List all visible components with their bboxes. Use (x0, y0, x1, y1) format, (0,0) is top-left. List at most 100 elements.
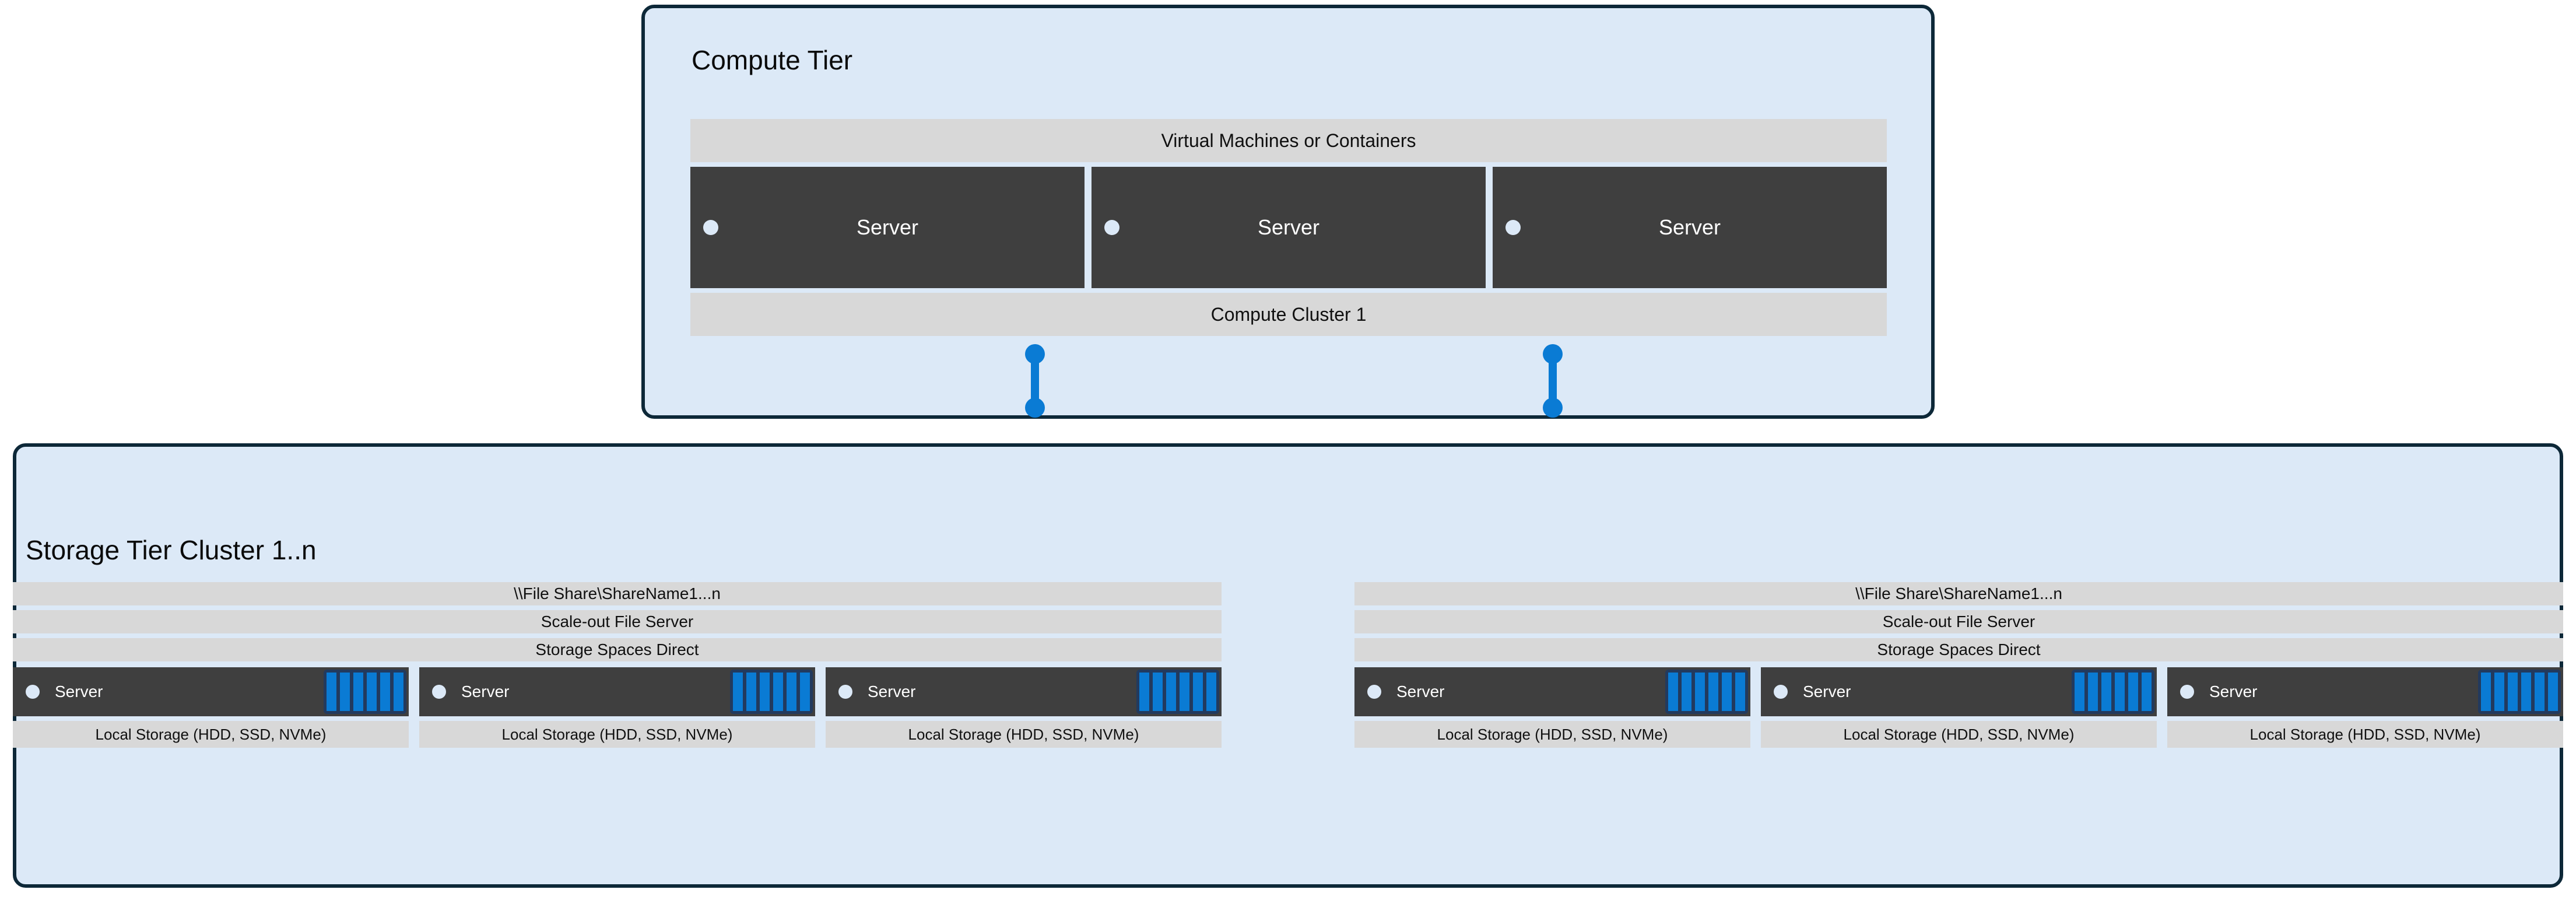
virtual-machines-bar: Virtual Machines or Containers (690, 119, 1887, 162)
disk-icon (2548, 673, 2558, 711)
storage-node-body: Server (1354, 667, 1750, 716)
disk-icon (2075, 673, 2084, 711)
compute-server-label: Server (856, 215, 919, 239)
disk-array-icon (2072, 670, 2154, 714)
storage-node-label: Server (461, 682, 510, 701)
disk-icon (2101, 673, 2111, 711)
disk-icon (1153, 673, 1163, 711)
storage-spaces-direct-bar: Storage Spaces Direct (13, 638, 1222, 661)
file-share-bar: \\File Share\ShareName1...n (1354, 582, 2563, 605)
status-dot-icon (1104, 220, 1119, 235)
local-storage-label: Local Storage (HDD, SSD, NVMe) (419, 721, 815, 748)
disk-array-icon (324, 670, 406, 714)
disk-icon (327, 673, 336, 711)
status-dot-icon (838, 685, 852, 699)
disk-icon (2494, 673, 2504, 711)
storage-node[interactable]: Server Local Storage (HDD, SSD, NVMe) (826, 667, 1222, 748)
disk-icon (733, 673, 743, 711)
disk-icon (2115, 673, 2125, 711)
connector-left (1023, 344, 1047, 418)
storage-node[interactable]: Server Local Storage (HDD, SSD, NVMe) (2167, 667, 2563, 748)
disk-array-icon (2478, 670, 2561, 714)
status-dot-icon (26, 685, 40, 699)
disk-icon (1193, 673, 1203, 711)
storage-cluster-1: \\File Share\ShareName1...n Scale-out Fi… (13, 582, 1222, 748)
disk-array-icon (1136, 670, 1219, 714)
disk-icon (1668, 673, 1678, 711)
disk-icon (1166, 673, 1176, 711)
local-storage-label: Local Storage (HDD, SSD, NVMe) (13, 721, 409, 748)
compute-server-label: Server (1658, 215, 1721, 239)
compute-cluster-bar: Compute Cluster 1 (690, 293, 1887, 336)
disk-icon (367, 673, 377, 711)
disk-icon (773, 673, 783, 711)
storage-node-label: Server (1396, 682, 1445, 701)
storage-node[interactable]: Server Local Storage (HDD, SSD, NVMe) (1761, 667, 2157, 748)
disk-icon (800, 673, 810, 711)
storage-node-body: Server (1761, 667, 2157, 716)
status-dot-icon (703, 220, 718, 235)
disk-icon (2521, 673, 2531, 711)
storage-tier-panel: Storage Tier Cluster 1..n \\File Share\S… (13, 443, 2563, 888)
compute-server-2[interactable]: Server (1092, 167, 1486, 288)
connector-line (1549, 350, 1557, 408)
storage-tier-title: Storage Tier Cluster 1..n (26, 535, 317, 565)
compute-server-1[interactable]: Server (690, 167, 1085, 288)
scale-out-file-server-bar: Scale-out File Server (1354, 610, 2563, 633)
disk-icon (340, 673, 350, 711)
status-dot-icon (1774, 685, 1788, 699)
disk-icon (1735, 673, 1745, 711)
disk-icon (1695, 673, 1705, 711)
disk-icon (2508, 673, 2518, 711)
file-share-bar: \\File Share\ShareName1...n (13, 582, 1222, 605)
disk-icon (1206, 673, 1216, 711)
disk-icon (2128, 673, 2138, 711)
disk-icon (1180, 673, 1189, 711)
storage-node[interactable]: Server Local Storage (HDD, SSD, NVMe) (13, 667, 409, 748)
status-dot-icon (2180, 685, 2194, 699)
compute-tier-panel: Compute Tier Virtual Machines or Contain… (641, 5, 1935, 419)
storage-node-label: Server (2209, 682, 2258, 701)
disk-icon (787, 673, 796, 711)
connector-right (1541, 344, 1564, 418)
status-dot-icon (1505, 220, 1521, 235)
storage-node-row: Server Local Storage (HDD, SSD, NVMe) (1354, 667, 2563, 748)
local-storage-label: Local Storage (HDD, SSD, NVMe) (826, 721, 1222, 748)
disk-icon (1139, 673, 1149, 711)
storage-node-label: Server (868, 682, 916, 701)
storage-node[interactable]: Server Local Storage (HDD, SSD, NVMe) (419, 667, 815, 748)
storage-node-body: Server (419, 667, 815, 716)
scale-out-file-server-bar: Scale-out File Server (13, 610, 1222, 633)
storage-node-row: Server Local Storage (HDD, SSD, NVMe) (13, 667, 1222, 748)
storage-node[interactable]: Server Local Storage (HDD, SSD, NVMe) (1354, 667, 1750, 748)
compute-server-3[interactable]: Server (1493, 167, 1887, 288)
storage-node-body: Server (13, 667, 409, 716)
connector-dot-icon (1543, 398, 1563, 418)
storage-node-label: Server (1803, 682, 1851, 701)
disk-icon (760, 673, 770, 711)
status-dot-icon (432, 685, 446, 699)
disk-icon (1722, 673, 1732, 711)
disk-icon (746, 673, 756, 711)
local-storage-label: Local Storage (HDD, SSD, NVMe) (1354, 721, 1750, 748)
disk-icon (1708, 673, 1718, 711)
connector-line (1031, 350, 1039, 408)
storage-spaces-direct-bar: Storage Spaces Direct (1354, 638, 2563, 661)
disk-icon (2535, 673, 2545, 711)
disk-array-icon (1665, 670, 1748, 714)
local-storage-label: Local Storage (HDD, SSD, NVMe) (2167, 721, 2563, 748)
local-storage-label: Local Storage (HDD, SSD, NVMe) (1761, 721, 2157, 748)
disk-icon (2481, 673, 2491, 711)
compute-server-row: Server Server Server (690, 167, 1887, 288)
connector-dot-icon (1025, 398, 1045, 418)
compute-tier-title: Compute Tier (692, 45, 853, 75)
storage-node-body: Server (2167, 667, 2563, 716)
storage-node-label: Server (55, 682, 103, 701)
disk-array-icon (730, 670, 813, 714)
disk-icon (353, 673, 363, 711)
compute-server-label: Server (1257, 215, 1320, 239)
disk-icon (2142, 673, 2152, 711)
disk-icon (380, 673, 390, 711)
disk-icon (2088, 673, 2098, 711)
